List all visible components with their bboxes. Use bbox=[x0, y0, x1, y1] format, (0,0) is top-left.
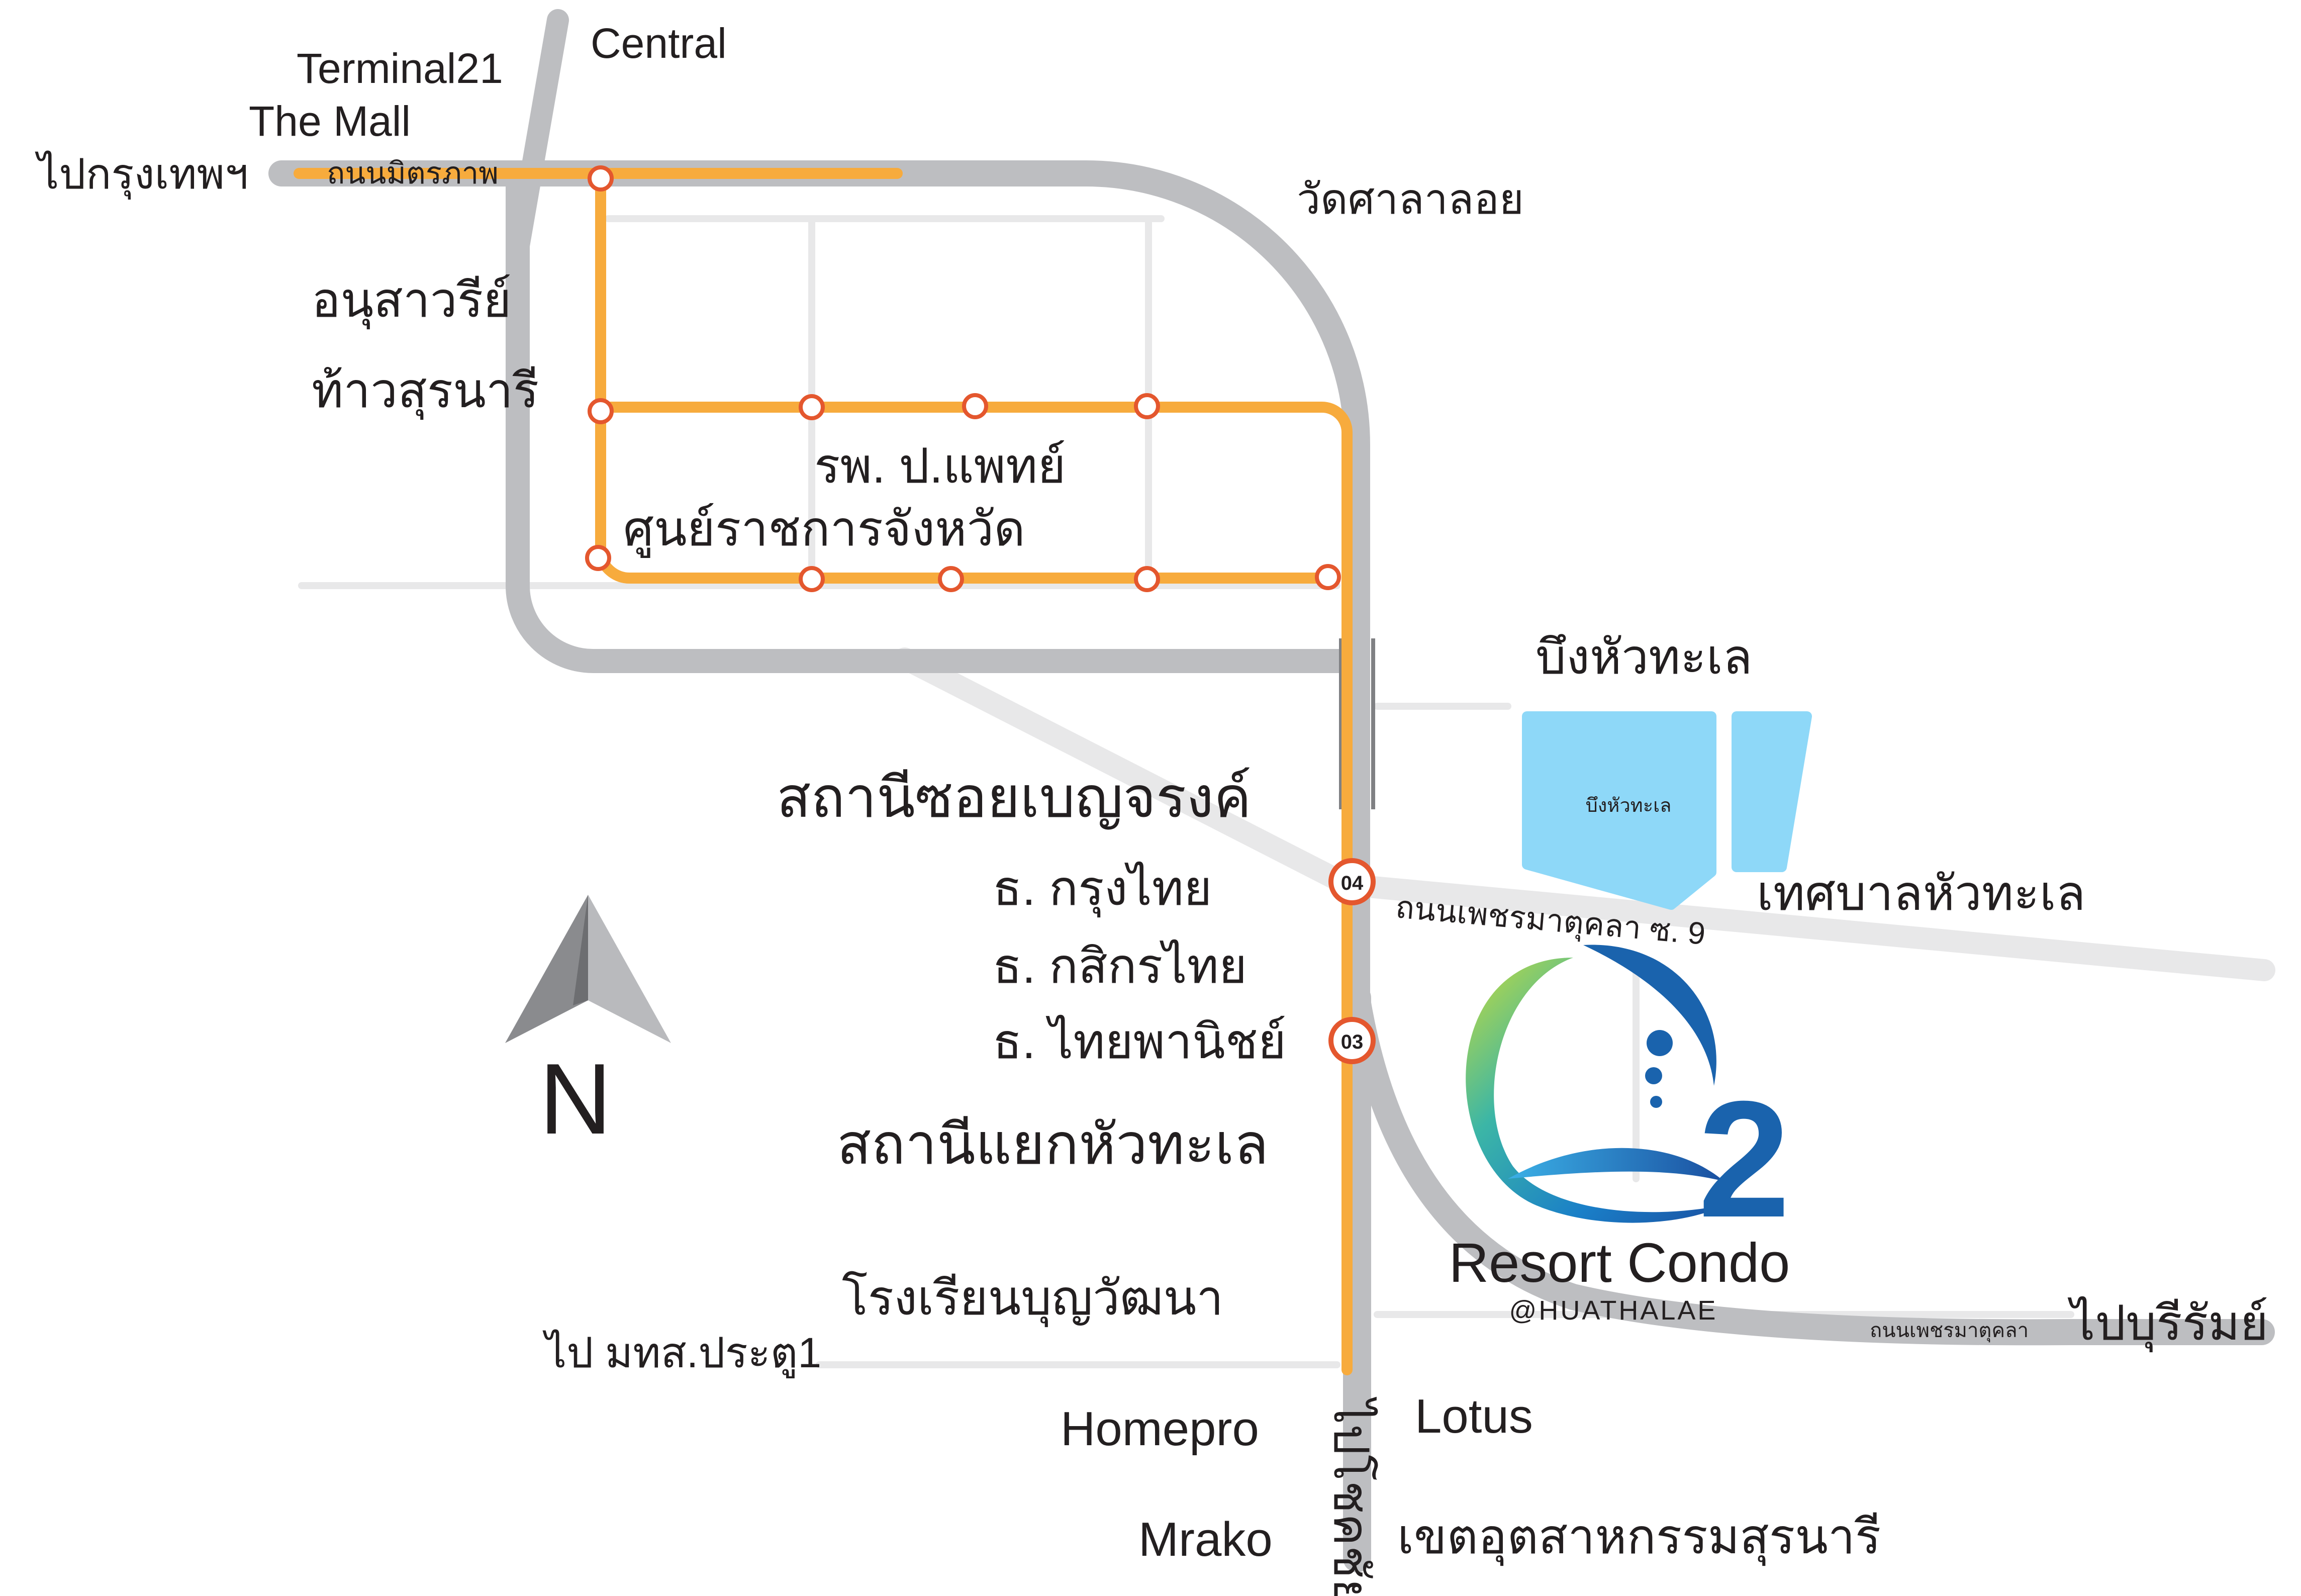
label-monument-line1: อนุสาวรีย์ bbox=[312, 273, 512, 330]
label-provincial-hall: ศูนย์ราชการจังหวัด bbox=[623, 502, 1025, 558]
label-homepro: Homepro bbox=[1061, 1402, 1259, 1456]
label-to-bangkok: ไปกรุงเทพฯ bbox=[35, 150, 248, 200]
label-mittraphap-road: ถนนมิตรภาพ bbox=[327, 156, 499, 190]
station-04-badge: 04 bbox=[1328, 858, 1376, 905]
brand-handle: @HUATHALAE bbox=[1509, 1295, 1718, 1326]
station-03-badge: 03 bbox=[1328, 1017, 1376, 1064]
logo-digit: 2 bbox=[1698, 1066, 1790, 1252]
svg-text:04: 04 bbox=[1341, 872, 1364, 894]
label-hua-thale-municipality: เทศบาลหัวทะเล bbox=[1757, 867, 2085, 920]
label-terminal21: Terminal21 bbox=[297, 45, 503, 92]
o2-swirl-logo-icon: 2 bbox=[1466, 945, 1790, 1252]
label-to-chok-chai: ไปโชคชัย bbox=[1324, 1396, 1378, 1596]
label-soi-benchalong-station: สถานีซอยเบญจรงค์ bbox=[777, 766, 1252, 830]
label-monument-line2: ท้าวสุรนารี bbox=[312, 364, 539, 420]
road-divider bbox=[1339, 638, 1375, 809]
label-lake: บึงหัวทะเล bbox=[1586, 795, 1672, 816]
label-phet-road: ถนนเพชรมาตุคลา bbox=[1870, 1320, 2029, 1343]
label-school: โรงเรียนบุญวัฒนา bbox=[842, 1271, 1223, 1328]
label-central: Central bbox=[591, 20, 727, 67]
label-yaek-hua-thale-station: สถานีแยกหัวทะเล bbox=[837, 1113, 1269, 1176]
label-wat-sala-loi: วัดศาลาลอย bbox=[1297, 175, 1524, 223]
label-bueng-hua-thale: บึงหัวทะเล bbox=[1536, 630, 1752, 684]
label-scb-bank: ธ. ไทยพานิชย์ bbox=[993, 1015, 1286, 1069]
svg-text:03: 03 bbox=[1341, 1031, 1364, 1053]
label-to-sut-gate1: ไป มทส.ประตู1 bbox=[542, 1329, 821, 1378]
transit-stops bbox=[585, 165, 1341, 592]
main-roads bbox=[268, 9, 2275, 1572]
label-hospital: รพ. ป.แพทย์ bbox=[814, 439, 1066, 493]
label-mrako: Mrako bbox=[1138, 1513, 1273, 1566]
label-the-mall: The Mall bbox=[249, 98, 411, 145]
brand-name: Resort Condo bbox=[1449, 1232, 1790, 1294]
label-krungthai-bank: ธ. กรุงไทย bbox=[993, 862, 1212, 918]
north-label: N bbox=[539, 1043, 612, 1155]
label-lotus: Lotus bbox=[1415, 1389, 1533, 1443]
label-kasikorn-bank: ธ. กสิกรไทย bbox=[993, 940, 1247, 993]
north-arrow-icon: N bbox=[505, 895, 671, 1155]
label-to-buriram: ไปบุรีรัมย์ bbox=[2067, 1296, 2268, 1353]
bueng-hua-thale-lake bbox=[1522, 711, 1812, 910]
label-suranaree-industrial: เขตอุตสาหกรรมสุรนารี bbox=[1397, 1510, 1881, 1566]
